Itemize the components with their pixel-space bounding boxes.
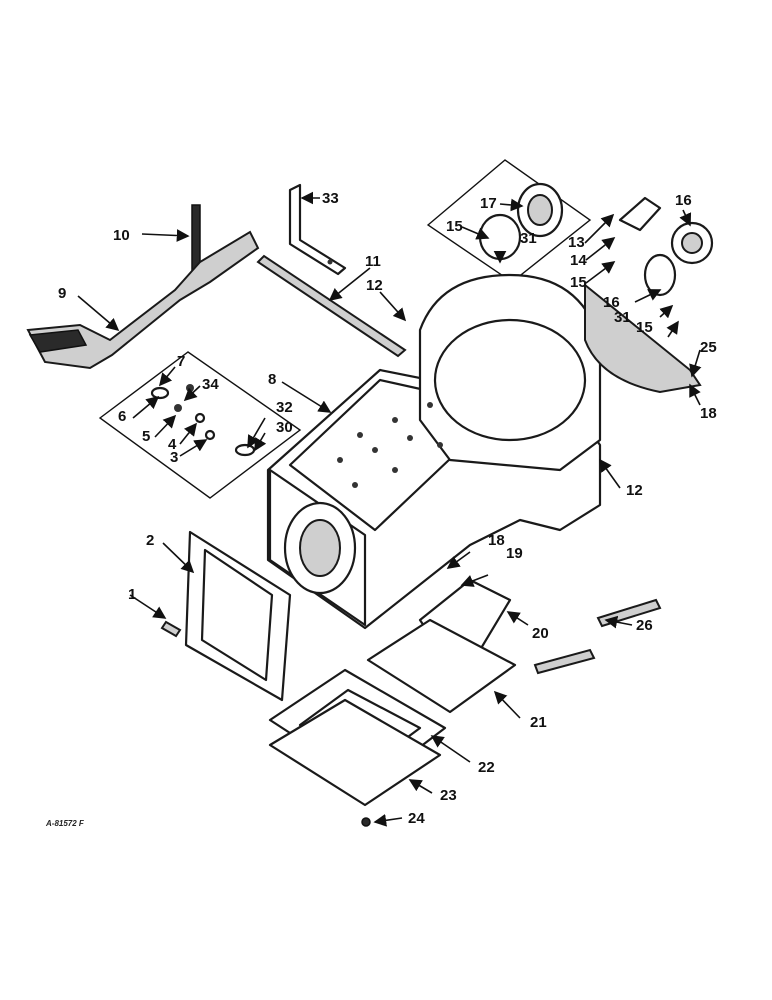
callout-12-right: 12 (626, 482, 643, 499)
carrier-part (618, 196, 662, 232)
callout-15-lower: 15 (636, 319, 653, 336)
callout-11: 11 (365, 253, 381, 270)
callout-6: 6 (118, 408, 126, 425)
callout-7: 7 (177, 353, 185, 370)
callout-33: 33 (322, 190, 339, 207)
callout-14: 14 (570, 252, 587, 269)
key-part (533, 648, 596, 675)
callout-18: 16 (675, 192, 692, 209)
callout-24: 21 (530, 714, 547, 731)
callout-17: 15 (446, 218, 463, 235)
callout-4: 4 (168, 436, 177, 453)
inset-frame-fittings (98, 351, 302, 499)
callout-30: 30 (276, 419, 293, 436)
callout-32: 32 (276, 399, 293, 416)
callout-16: 16 (603, 294, 620, 311)
bracket-part (288, 183, 347, 276)
callout-10: 10 (113, 227, 130, 244)
callout-9: 9 (58, 285, 66, 302)
inset-frame-bearing (426, 159, 592, 283)
callout-21: 18 (488, 532, 505, 549)
callout-28: 25 (700, 339, 717, 356)
callout-5: 5 (142, 428, 150, 445)
drawing-reference: A-81572 F (45, 819, 85, 828)
callout-34: 34 (202, 376, 219, 393)
callout-26: 23 (440, 787, 457, 804)
callout-15-upper: 15 (570, 274, 587, 291)
callout-19: 17 (480, 195, 497, 212)
callout-23: 20 (532, 625, 549, 642)
pin-part (160, 620, 182, 638)
callout-22: 19 (506, 545, 523, 562)
callout-2: 2 (146, 532, 154, 549)
callout-31-right: 31 (614, 309, 631, 326)
callout-1: 1 (128, 586, 136, 603)
bolt-part (361, 817, 371, 827)
callout-31-inset: 31 (520, 230, 537, 247)
pedal-lever-part (26, 230, 260, 370)
callout-25: 22 (478, 759, 495, 776)
pan-gasket-part (268, 698, 442, 807)
callout-29: 26 (636, 617, 653, 634)
callout-20: 18 (700, 405, 717, 422)
callout-27: 24 (408, 810, 425, 827)
callout-13: 13 (568, 234, 585, 251)
rod-part (256, 254, 407, 358)
bolt-holes (337, 402, 443, 488)
plate-part (366, 618, 517, 714)
callout-12-top: 12 (366, 277, 383, 294)
callout-8: 8 (268, 371, 276, 388)
callout-3: 3 (170, 449, 178, 466)
